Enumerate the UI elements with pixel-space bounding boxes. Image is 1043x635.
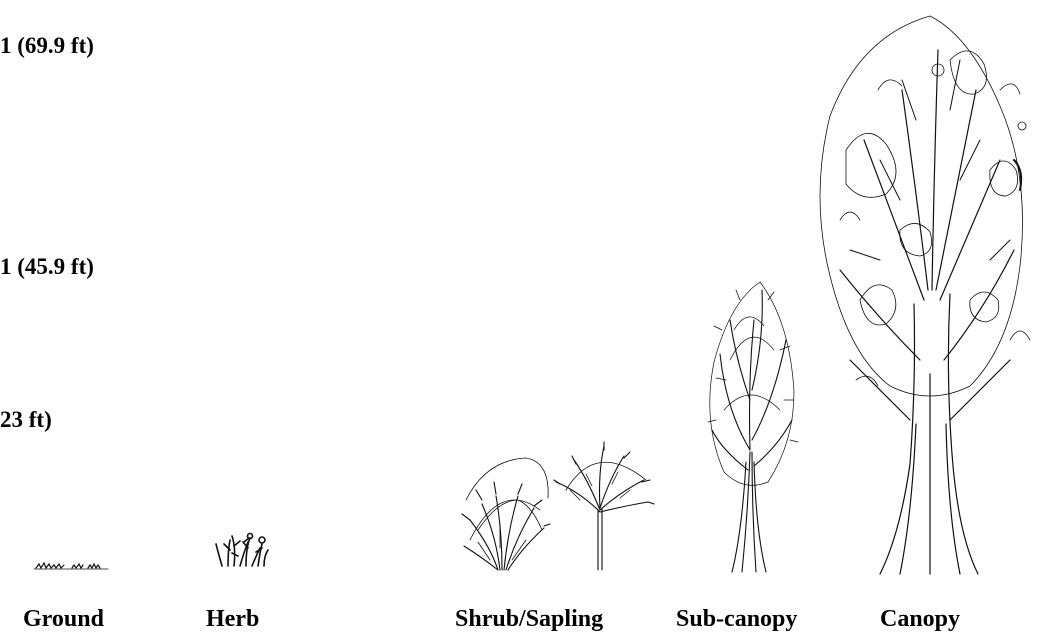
stratum-label-shrub-sapling: Shrub/Sapling: [455, 605, 603, 633]
canopy-tree-icon: [820, 16, 1030, 574]
vegetation-illustrations: [0, 0, 1043, 600]
ground-plants-icon: [34, 563, 108, 569]
stratum-label-ground: Ground: [23, 605, 104, 633]
stratum-label-herb: Herb: [206, 605, 259, 633]
sub-canopy-tree-icon: [708, 282, 798, 572]
shrub-icon: [462, 458, 550, 570]
herb-plants-icon: [216, 534, 268, 567]
stratum-label-canopy: Canopy: [880, 605, 960, 633]
stratum-label-sub-canopy: Sub-canopy: [676, 605, 797, 633]
sapling-icon: [554, 442, 654, 570]
